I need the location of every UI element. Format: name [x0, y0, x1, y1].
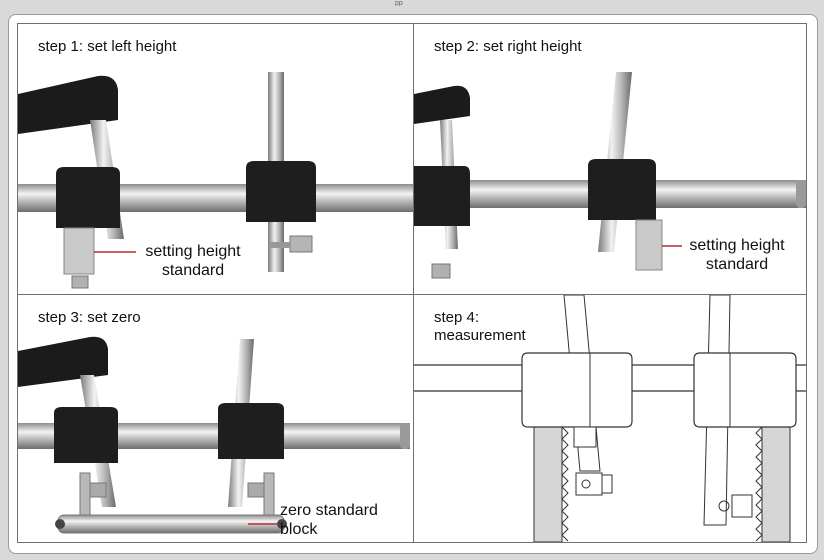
- step-1-photo: [18, 72, 413, 289]
- header-fragment: pp: [395, 0, 403, 6]
- step-4-schematic: [414, 295, 806, 542]
- grid-divider-horizontal: [18, 294, 806, 295]
- step-1-title: step 1: set left height: [38, 38, 177, 55]
- panel-step-3: step 3: set zero zero standard block: [18, 295, 413, 542]
- figure-frame: step 1: set left height setting height s…: [8, 14, 818, 554]
- step-2-photo: [414, 72, 806, 279]
- panel-step-1: step 1: set left height setting height s…: [18, 24, 413, 294]
- panel-step-4: step 4: measurement: [414, 295, 806, 542]
- step-4-title: step 4: measurement: [434, 309, 530, 345]
- step-2-callout: setting height standard: [689, 237, 785, 273]
- step-2-title: step 2: set right height: [434, 38, 582, 55]
- step-3-photo: [18, 336, 410, 534]
- panel-step-2: step 2: set right height setting height …: [414, 24, 806, 294]
- step-1-callout: setting height standard: [145, 243, 241, 279]
- grid-divider-vertical: [413, 24, 414, 542]
- step-3-callout: zero standard block: [280, 502, 378, 538]
- step-3-title: step 3: set zero: [38, 309, 141, 326]
- step-grid: step 1: set left height setting height s…: [17, 23, 807, 543]
